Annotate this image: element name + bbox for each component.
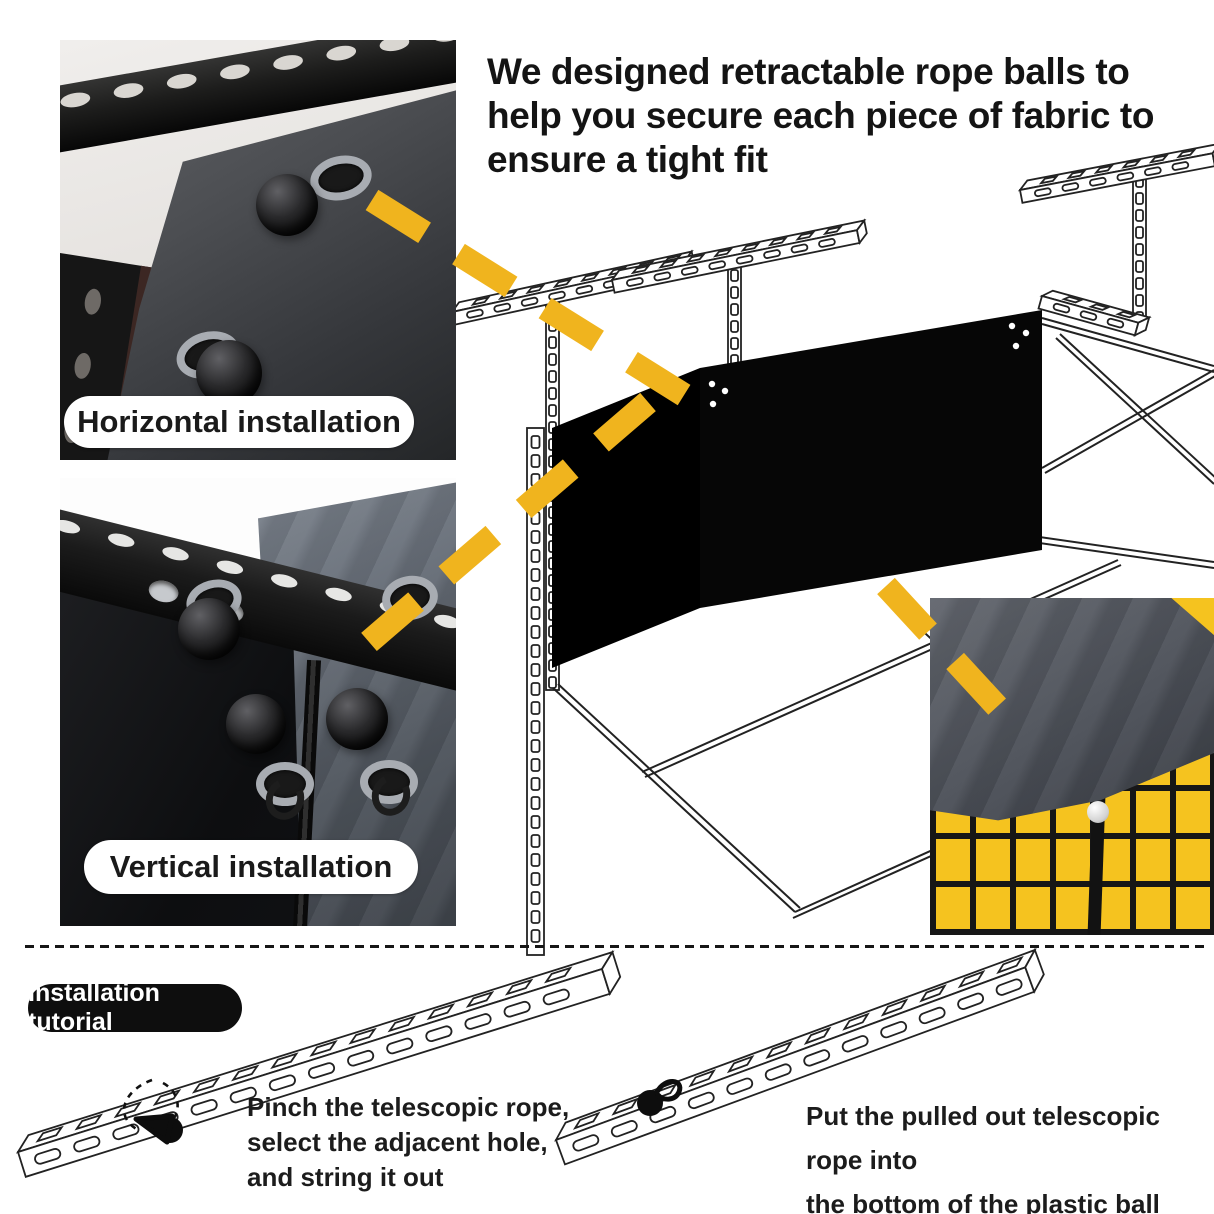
plastic-ball [1087, 801, 1109, 823]
headline-line: ensure a tight fit [487, 139, 768, 180]
rope-ball [326, 688, 388, 750]
dashed-separator [25, 945, 1207, 948]
panel-edge-strip [526, 427, 545, 956]
arrow-horizontal-to-rack [365, 189, 707, 416]
step-line: Put the pulled out telescopic rope into [806, 1101, 1160, 1175]
rope-ball [226, 694, 286, 754]
rope-ball [178, 598, 240, 660]
tutorial-step-1-text: Pinch the telescopic rope, select the ad… [247, 1090, 569, 1195]
installation-tutorial-badge: Installation tutorial [28, 979, 242, 1036]
step-line: Pinch the telescopic rope, [247, 1092, 570, 1122]
fabric-panel-drawing [552, 310, 1042, 668]
arrow-rack-to-vertical [340, 392, 656, 670]
headline: We designed retractable rope balls to he… [487, 50, 1197, 182]
arrow-panel-to-closeup [877, 577, 1013, 723]
label-vertical-installation: Vertical installation [84, 840, 418, 894]
photo-horizontal-installation: Horizontal installation [60, 40, 456, 460]
step-line: the bottom of the plastic ball [806, 1189, 1160, 1214]
rope-ball [256, 174, 318, 236]
headline-line: We designed retractable rope balls to [487, 51, 1130, 92]
label-horizontal-installation: Horizontal installation [64, 396, 414, 448]
rope-ball [196, 340, 262, 406]
grommet [256, 762, 314, 806]
photo-vertical-installation: Vertical installation [60, 478, 456, 926]
tutorial-step-2-text: Put the pulled out telescopic rope into … [806, 1094, 1214, 1214]
grommet [360, 760, 418, 804]
headline-line: help you secure each piece of fabric to [487, 95, 1155, 136]
step-line: and string it out [247, 1162, 444, 1192]
step-line: select the adjacent hole, [247, 1127, 548, 1157]
rope-ball-marks [122, 1078, 683, 1145]
photo-cover-closeup [930, 598, 1214, 935]
